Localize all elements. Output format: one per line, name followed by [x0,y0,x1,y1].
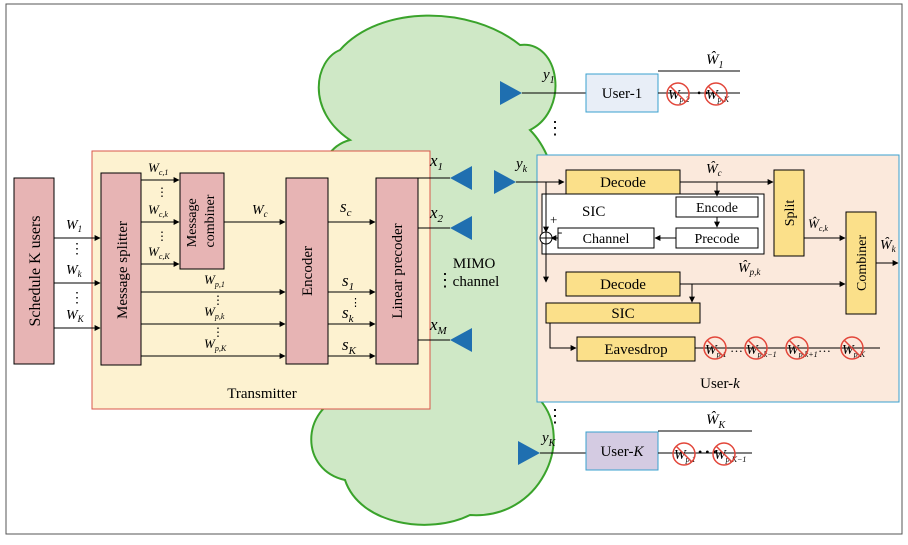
user1-label: User-1 [602,86,643,102]
rx-antenna-icon-k [494,170,516,194]
combiner-line-2: combiner [203,194,218,247]
stream-sc: sc [340,197,352,219]
decode-private-label: Decode [600,277,646,293]
cross-icon [672,442,696,466]
userk-caption: User-k [700,376,740,392]
decode-private-block [565,271,681,297]
schedule-block [13,177,55,365]
cross-icon [666,82,690,106]
input-arrows [54,235,101,331]
sic-arrows [543,182,720,283]
tx-antenna-icon [450,166,472,190]
transmitter-caption: Transmitter [227,386,296,402]
linear-precoder-label: Linear precoder [390,223,406,318]
stream-arrows [328,219,376,359]
vdots-9: ⋮ [546,118,564,138]
common-part-arrows [141,177,286,267]
tx-antenna-icon [450,216,472,240]
cross-icon [744,336,768,360]
vdots-2: ⋮ [70,291,84,306]
rx-antenna-icon-1 [500,81,522,105]
split-label: Split [783,200,798,227]
cross-icon [840,336,864,360]
sic2-block [545,302,701,324]
ellipsis-4: • • • [698,445,717,459]
mimo-channel-label: MIMO channel [453,256,500,290]
vdots-3: ⋮ [156,185,168,199]
input-w1: W1 [66,218,82,234]
sic-label: SIC [582,204,605,220]
userk-crossed: Wp,1 … Wp,k−1 Wp,k+1 … Wp,K [703,336,866,360]
combiner-block [845,211,877,315]
user1-crossed: Wp,2 • • • Wp,K [666,82,730,106]
tx-antenna-lines [418,177,450,341]
user1-block [585,73,659,113]
vdots-5: ⋮ [212,293,224,307]
userK-label: User-K [600,444,644,460]
channel-label: Channel [583,232,630,247]
decode-common-label: Decode [600,175,646,191]
cross-icon [785,336,809,360]
message-splitter-label: Message splitter [115,221,131,319]
user1-estimate: Ŵ1 [706,51,724,71]
message-splitter-block [100,172,142,366]
eavesdrop-label: Eavesdrop [604,342,667,358]
private-part-arrows [141,289,286,359]
cross-icon [704,82,728,106]
vdots-4: ⋮ [156,229,168,243]
userK-crossed-wpKm1: Wp,K−1 [714,448,746,464]
eavesdrop-block [576,336,696,362]
vdots-7: ⋮ [350,297,361,309]
ellipsis-2: … [730,340,743,355]
rx-antenna-icon-K [518,441,540,465]
userK-estimate: ŴK [706,411,727,431]
split-block [773,169,805,257]
linear-precoder-block [375,177,419,365]
encoder-label: Encoder [300,246,316,296]
transmitter-panel [91,150,431,410]
vdots-8: ⋮ [436,270,454,290]
userK-block [585,431,659,471]
cross-icon [712,442,736,466]
ellipsis-3: … [818,340,831,355]
decode-common-block [565,169,681,195]
message-combiner-block [179,172,225,270]
schedule-label: Schedule K users [27,215,44,326]
combiner-label: Combiner [855,235,870,291]
precode-label: Precode [694,232,739,247]
tx-antenna-icon [450,328,472,352]
vdots-1: ⋮ [70,242,84,257]
combiner-line-1: Message [185,198,200,247]
cross-icon [703,336,727,360]
userK-crossed: Wp,1 • • • Wp,K−1 [672,442,746,466]
message-combiner-label: Message combiner [185,194,218,247]
minus-sign: - [558,224,562,239]
outer-frame [5,3,903,535]
encoder-block [285,177,329,365]
vdots-10: ⋮ [546,406,564,426]
input-wk: Wk [66,263,83,279]
eaves-feed [549,323,577,351]
encode-label: Encode [696,201,738,216]
plus-sign: + [550,212,557,227]
vdots-6: ⋮ [212,325,224,339]
input-wK: WK [66,308,85,324]
sic2-label: SIC [611,306,634,322]
